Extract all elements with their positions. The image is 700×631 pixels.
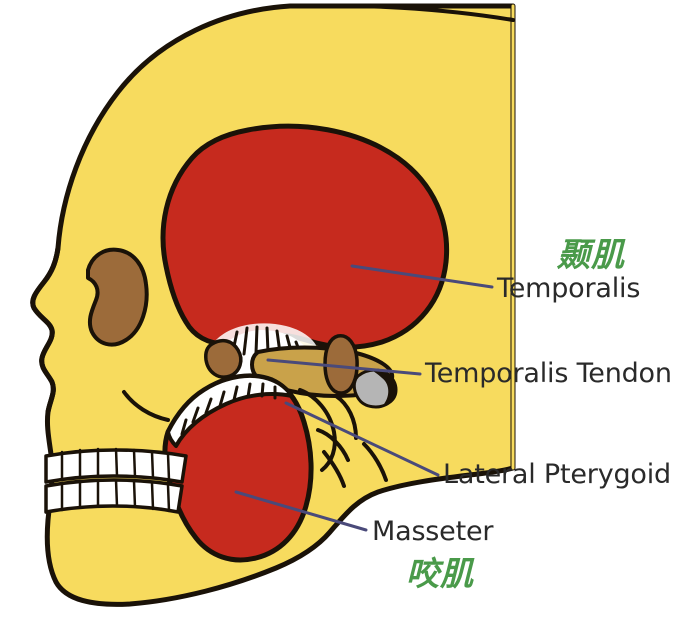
- acoustic-meatus-shadow: [372, 369, 397, 404]
- maxilla-contour-line: [122, 390, 170, 422]
- leader-line-masseter: [234, 490, 368, 532]
- orbit: [86, 247, 149, 347]
- leader-line-temporalis: [350, 264, 494, 289]
- teeth-separations: [60, 447, 171, 513]
- mandibular-teeth-arch: [44, 478, 184, 514]
- facial-profile-outline: [30, 245, 61, 415]
- coronoid-process: [204, 338, 243, 379]
- leader-line-temporalis-tendon: [266, 358, 422, 376]
- cranial-vault-outline: [288, 3, 515, 22]
- leader-lines: [234, 264, 494, 532]
- leader-line-lateral-pterygoid: [284, 401, 440, 477]
- masseter-striations: [180, 382, 277, 436]
- mandibular-condyle: [323, 334, 359, 395]
